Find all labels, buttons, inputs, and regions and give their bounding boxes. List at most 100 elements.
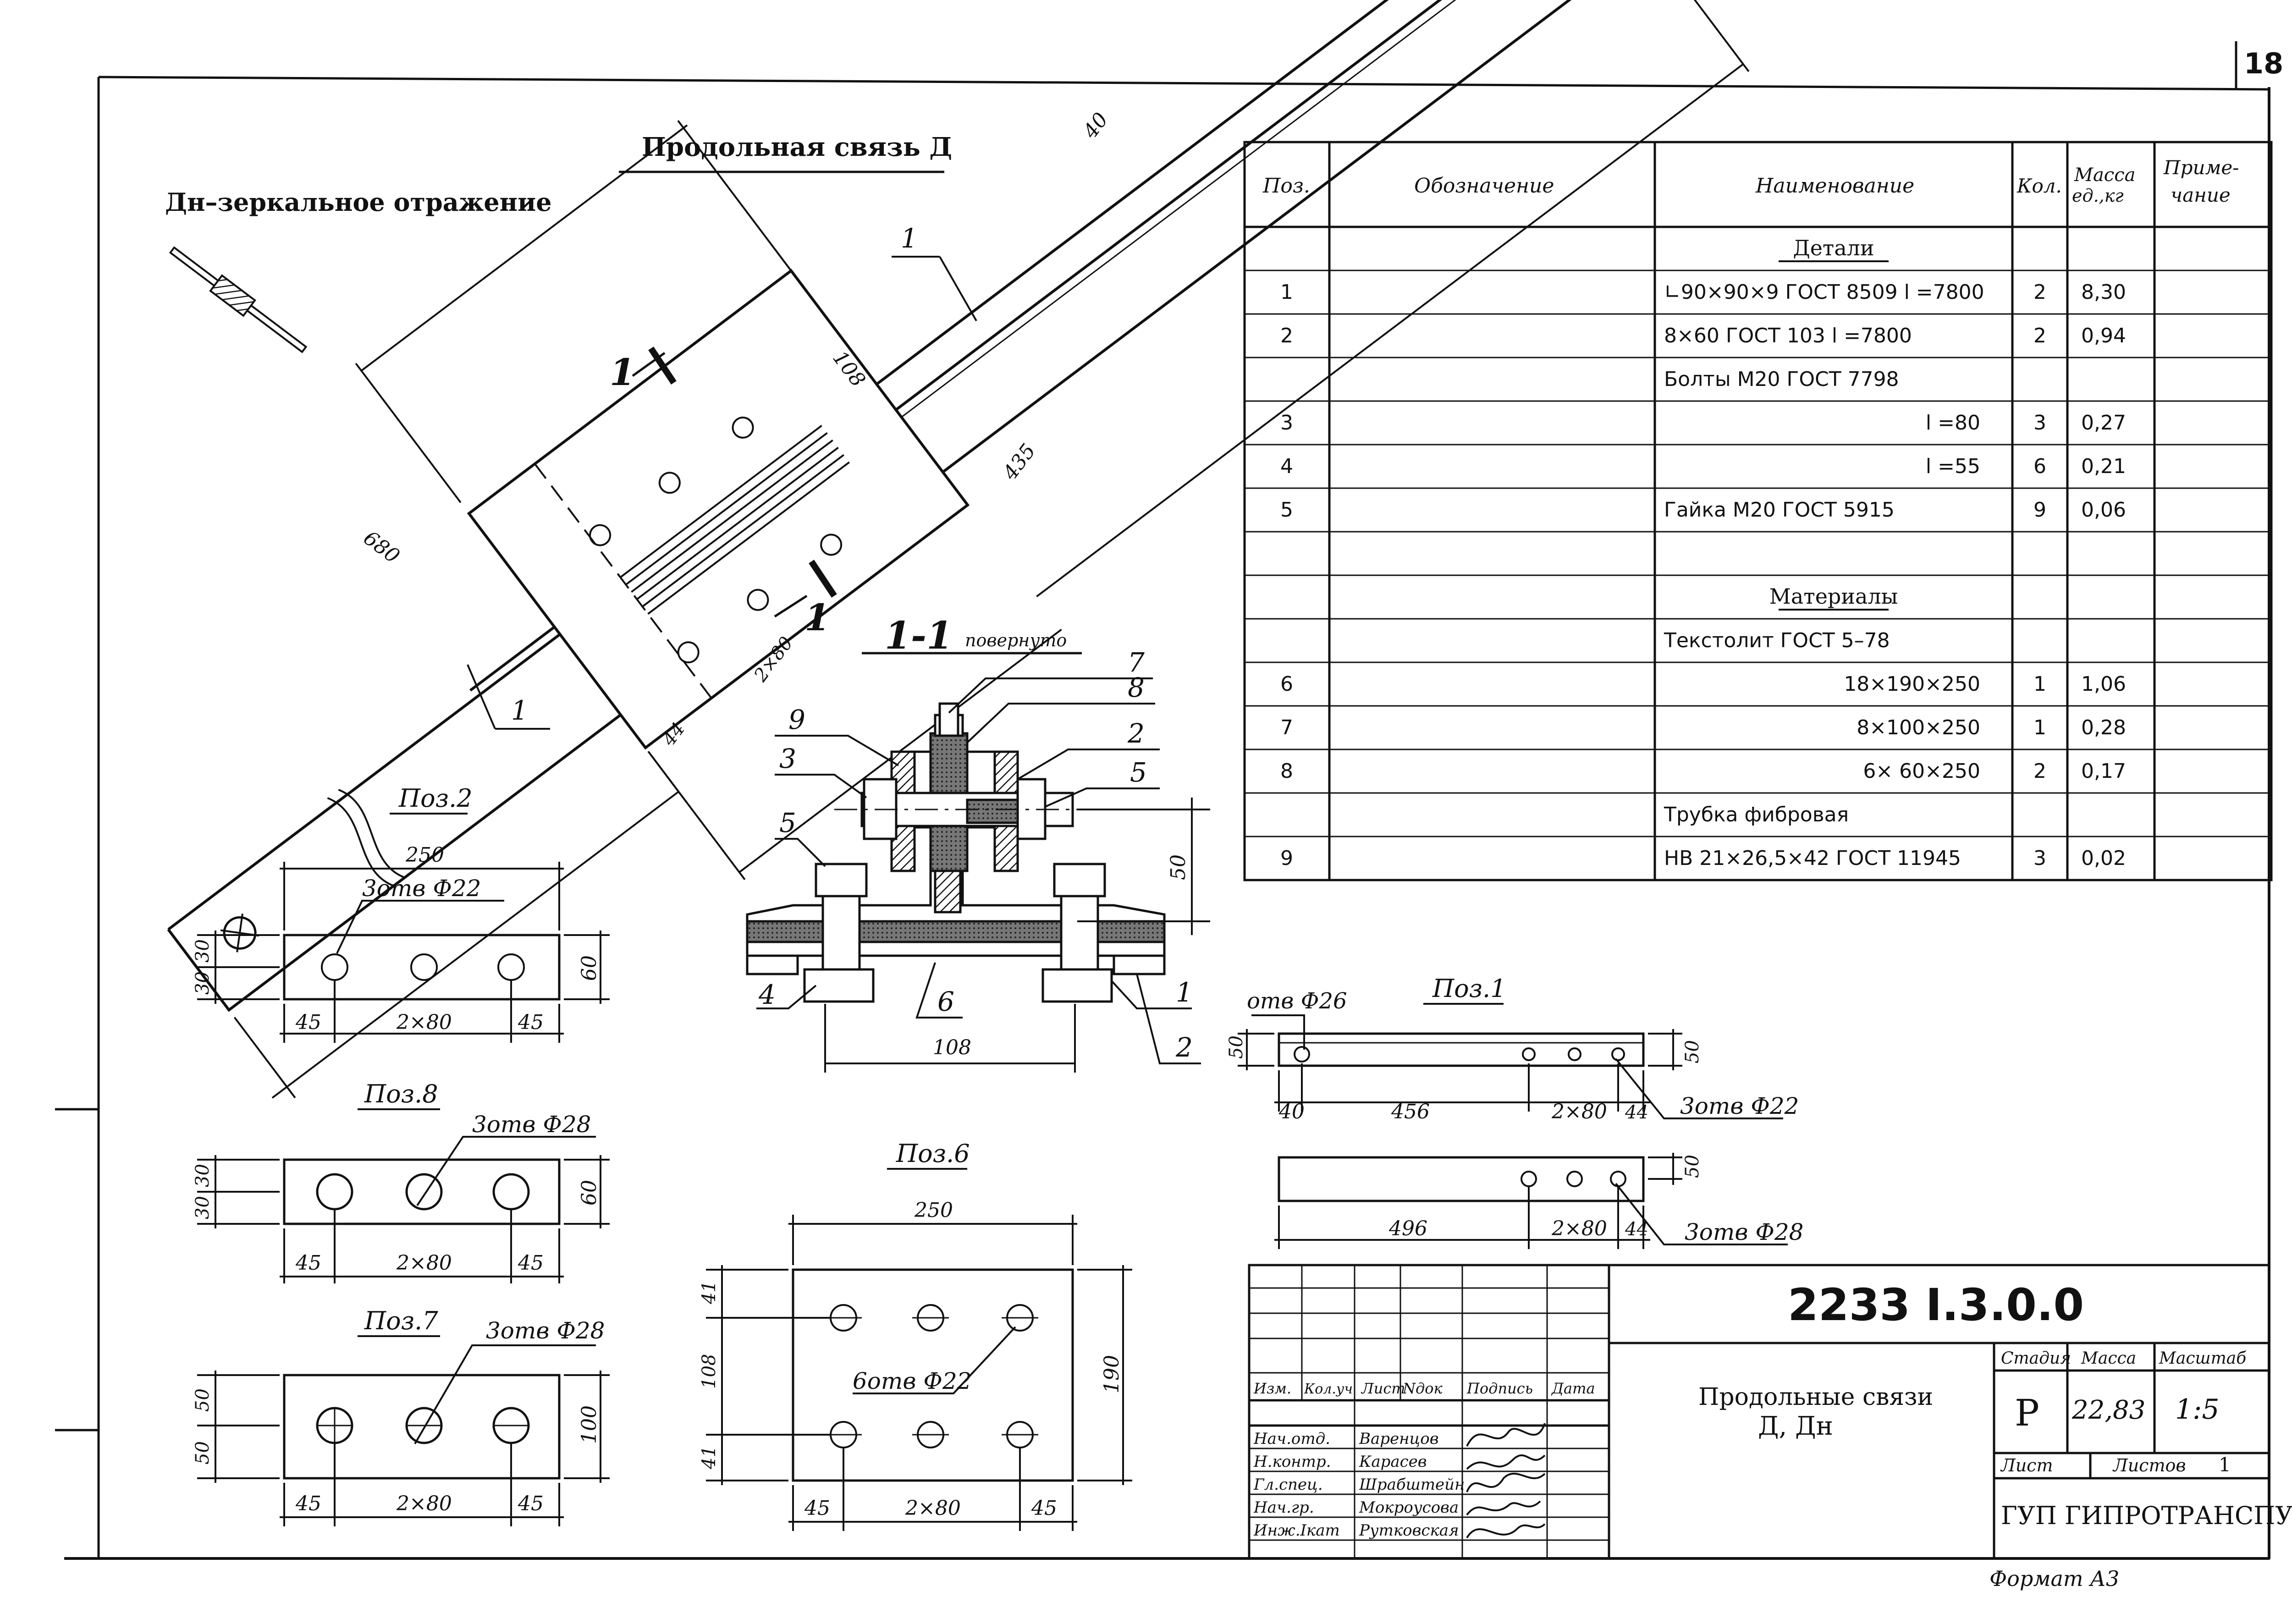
col-izm: Изм.: [1253, 1380, 1291, 1397]
person-role: Нач.гр.: [1253, 1498, 1314, 1517]
poz7-d2x80: 2×80: [396, 1492, 452, 1515]
mirror-note: Дн–зеркальное отражение: [165, 187, 552, 217]
spec-name: Трубка фибровая: [1664, 803, 1849, 826]
poz7-detail: Поз.7 3отв Ф28 100 50 50 45 2×80 45: [192, 1306, 610, 1526]
poz6-width: 250: [914, 1199, 953, 1222]
poz1-d50b: 50: [1682, 1040, 1703, 1063]
callout-4: 4: [758, 979, 776, 1010]
spec-mass: 8,30: [2081, 281, 2126, 304]
col-ndok: Nдок: [1402, 1380, 1443, 1397]
poz1-d2x80a: 2×80: [1551, 1100, 1607, 1123]
person-role: Нач.отд.: [1253, 1430, 1330, 1448]
stage-head: Стадия: [2001, 1349, 2071, 1368]
poz2-h2: 30: [192, 971, 213, 995]
title-block: 2233 I.3.0.0 Продольные связи Д, Дн Изм.…: [1248, 1264, 2292, 1560]
poz7-title: Поз.7: [364, 1306, 438, 1335]
poz2-d45a: 45: [295, 1011, 321, 1034]
spec-qty: 2: [2033, 281, 2046, 304]
poz1-holes-a: 3отв Ф22: [1680, 1093, 1799, 1119]
pos-label-1-top: 1: [901, 223, 918, 254]
person-name: Карасев: [1359, 1453, 1427, 1471]
spec-name: Болты М20 ГОСТ 7798: [1664, 368, 1899, 391]
callout-6: 6: [937, 986, 954, 1017]
callout-1: 1: [1176, 977, 1193, 1008]
bolt-holes: [589, 416, 843, 664]
dim-680: 680: [359, 526, 404, 568]
dim-50: 50: [1167, 854, 1190, 880]
signatures: [1466, 1423, 1546, 1539]
col-podp: Подпись: [1466, 1380, 1533, 1397]
poz1-d44b: 44: [1625, 1219, 1648, 1240]
person-role: Н.контр.: [1253, 1453, 1331, 1471]
spec-pos: 1: [1280, 281, 1293, 304]
poz2-title: Поз.2: [398, 784, 473, 813]
mass-value: 22,83: [2072, 1395, 2145, 1425]
poz7-h2: 50: [192, 1441, 213, 1464]
poz8-detail: Поз.8 3отв Ф28 60 30 30 45 2×80 45: [192, 1079, 610, 1283]
spec-name: 18×190×250: [1844, 672, 1980, 696]
spec-name: Материалы: [1769, 584, 1898, 609]
drawing-code: 2233 I.3.0.0: [1788, 1279, 2084, 1331]
spec-head-note: Приме-: [2163, 156, 2239, 179]
poz8-d2x80: 2×80: [396, 1251, 452, 1275]
spec-head-mass-2: ед.,кг: [2072, 186, 2124, 206]
callout-3: 3: [779, 743, 796, 774]
format-label: Формат А3: [1989, 1566, 2119, 1591]
person-role: Гл.спец.: [1253, 1475, 1323, 1494]
spec-pos: 7: [1280, 716, 1293, 739]
poz7-height: 100: [578, 1405, 601, 1444]
spec-head-mass: Масса: [2074, 165, 2135, 186]
dim-108: 108: [933, 1036, 971, 1059]
callout-2-top: 2: [1127, 718, 1145, 749]
poz8-h2: 30: [192, 1196, 213, 1219]
spec-pos: 4: [1280, 455, 1293, 478]
poz8-holes: 3отв Ф28: [472, 1111, 591, 1138]
poz6-title: Поз.6: [896, 1139, 970, 1168]
spec-mass: 0,28: [2081, 716, 2126, 739]
spec-row: Трубка фибровая: [1664, 803, 1849, 826]
poz6-detail: Поз.6 250 6отв Ф22 190 41 1: [699, 1139, 1132, 1531]
spec-name: ∟90×90×9 ГОСТ 8509 l =7800: [1664, 281, 1984, 304]
dim-435: 435: [998, 440, 1040, 485]
poz1-detail: Поз.1 отв Ф26: [1226, 974, 1803, 1249]
poz6-d45b: 45: [1031, 1497, 1057, 1520]
poz6-h1: 41: [699, 1281, 720, 1305]
spec-qty: 3: [2033, 847, 2046, 870]
poz8-title: Поз.8: [364, 1079, 438, 1108]
spec-mass: 0,21: [2081, 455, 2126, 478]
spec-head-designation: Обозначение: [1414, 174, 1554, 198]
poz1-title: Поз.1: [1432, 974, 1506, 1003]
poz2-d2x80: 2×80: [396, 1011, 452, 1034]
poz7-d45b: 45: [518, 1492, 544, 1515]
poz6-h3: 41: [699, 1446, 720, 1470]
poz1-d50c: 50: [1682, 1155, 1703, 1178]
spec-qty: 6: [2033, 455, 2046, 478]
scale-value: 1:5: [2175, 1393, 2220, 1426]
poz1-d44a: 44: [1625, 1102, 1648, 1123]
spec-row: Детали: [1779, 236, 1889, 262]
poz7-h1: 50: [192, 1388, 213, 1412]
spec-row: Болты М20 ГОСТ 7798: [1664, 368, 1899, 391]
stage-value: Р: [2015, 1392, 2039, 1434]
section-1-1: 1-1 повернуто: [746, 614, 1210, 1073]
callout-7: 7: [1128, 647, 1145, 678]
section-title: 1-1: [885, 614, 953, 658]
spec-qty: 1: [2033, 716, 2046, 739]
spec-mass: 0,17: [2081, 760, 2126, 783]
section-mark-top: 1: [610, 347, 677, 394]
spec-row: Текстолит ГОСТ 5–78: [1664, 629, 1890, 652]
poz2-height: 60: [578, 955, 601, 981]
spec-name: 8×60 ГОСТ 103 l =7800: [1664, 324, 1912, 347]
scale-head: Масштаб: [2159, 1349, 2247, 1368]
org-name: ГУП ГИПРОТРАНСПУТЬ: [2001, 1501, 2292, 1530]
drawing-name-2: Д, Дн: [1758, 1411, 1833, 1441]
sheets-value: 1: [2219, 1453, 2231, 1476]
spec-name: НВ 21×26,5×42 ГОСТ 11945: [1664, 847, 1961, 870]
spec-name: Текстолит ГОСТ 5–78: [1664, 629, 1890, 652]
person-name: Мокроусова: [1359, 1498, 1459, 1517]
spec-qty: 1: [2033, 672, 2046, 696]
spec-mass: 0,02: [2081, 847, 2126, 870]
